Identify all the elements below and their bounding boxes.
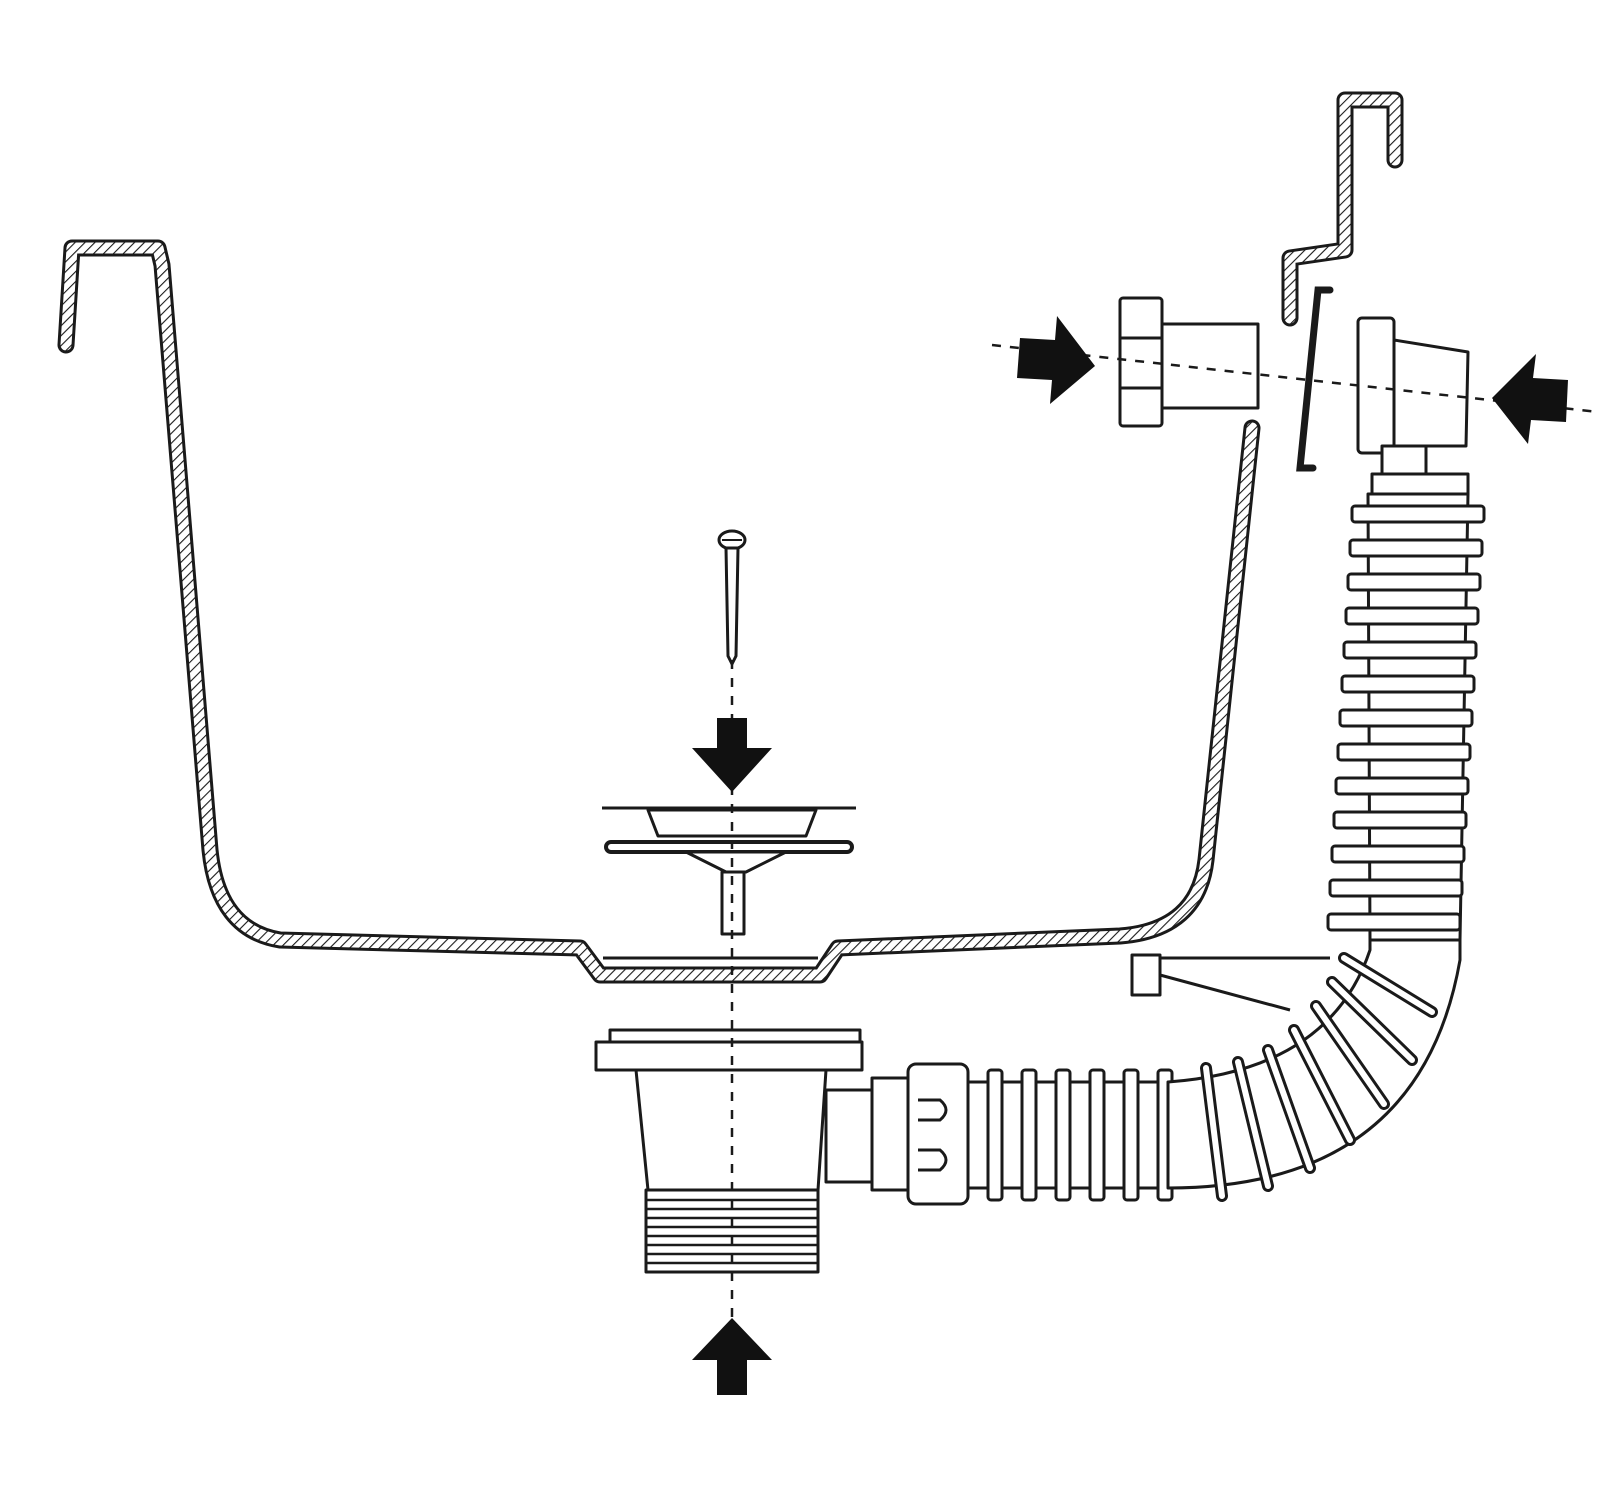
- overflow-wall-icon: [1281, 91, 1404, 327]
- arrow-right-icon: [1017, 316, 1095, 404]
- sink-basin-icon: [57, 239, 1261, 997]
- arrow-left-icon: [1492, 354, 1568, 444]
- flexible-hose-icon: [966, 492, 1486, 1202]
- screw-icon: [717, 529, 747, 666]
- arrow-down-icon: [692, 718, 772, 792]
- drain-body-icon: [594, 1028, 970, 1274]
- strainer-plug-icon: [602, 806, 856, 936]
- overflow-tab-icon: [1130, 953, 1162, 997]
- arrow-up-icon: [692, 1318, 772, 1395]
- assembly-arrow-icon: [692, 316, 1568, 1395]
